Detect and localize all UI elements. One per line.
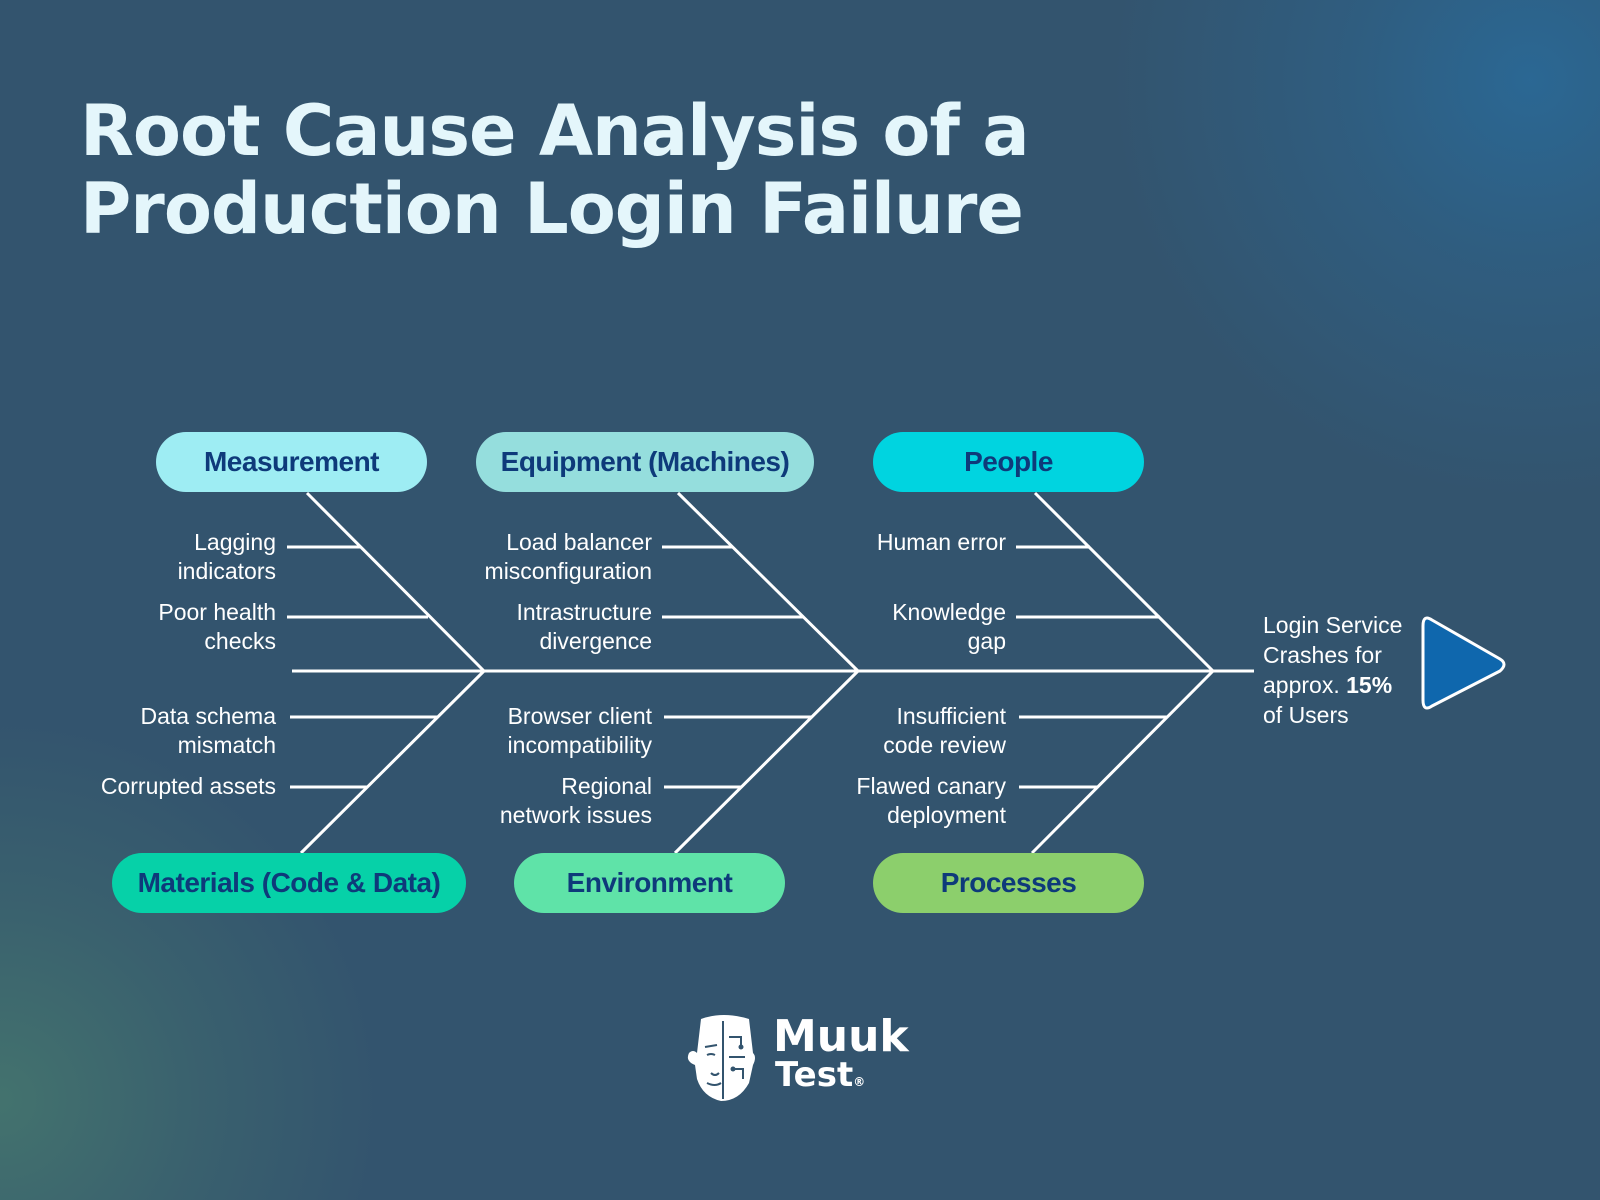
registered-mark: ®: [853, 1075, 866, 1089]
logo-test-word: Test: [775, 1055, 854, 1095]
category-equipment-label: Equipment (Machines): [500, 446, 790, 477]
category-processes: Processes: [873, 853, 1144, 913]
cause-poor-health: Poor health checks: [158, 599, 276, 654]
category-environment-label: Environment: [566, 867, 733, 898]
effect-line-2: Crashes for: [1263, 642, 1382, 668]
category-measurement-label: Measurement: [203, 446, 380, 477]
cause-canary: Flawed canary deployment: [856, 773, 1006, 828]
category-equipment: Equipment (Machines): [476, 432, 814, 492]
bone-environment: [673, 669, 860, 855]
effect-line-3: approx. 15%: [1263, 670, 1413, 700]
page-title: Root Cause Analysis of a Production Logi…: [80, 90, 1030, 250]
bone-equipment: [676, 491, 860, 673]
bone-people: [1033, 491, 1215, 673]
cause-load-balancer: Load balancer misconfiguration: [484, 529, 652, 584]
cause-code-review: Insufficient code review: [883, 703, 1006, 758]
cause-corrupted: Corrupted assets: [100, 773, 276, 799]
cause-human: Human error: [876, 529, 1006, 555]
category-materials-label: Materials (Code & Data): [137, 867, 441, 898]
bone-processes: [1030, 669, 1215, 855]
category-processes-label: Processes: [940, 867, 1077, 898]
cause-knowledge: Knowledge gap: [892, 599, 1006, 654]
category-environment: Environment: [514, 853, 785, 913]
category-people: People: [873, 432, 1144, 492]
cause-lagging: Lagging indicators: [177, 529, 276, 584]
effect-percentage: 15%: [1346, 672, 1393, 698]
cause-infra: Intrastructure divergence: [516, 599, 653, 654]
muuktest-logo: Muuk Test®: [683, 1013, 923, 1103]
cause-schema: Data schema mismatch: [140, 703, 276, 758]
logo-text-test: Test®: [775, 1055, 865, 1102]
play-arrow-icon: [1421, 616, 1506, 710]
category-materials: Materials (Code & Data): [112, 853, 466, 913]
bone-measurement: [305, 491, 486, 673]
effect-line-1: Login Service: [1263, 612, 1403, 638]
logo-text-muuk: Muuk: [773, 1011, 909, 1062]
effect-prefix: approx.: [1263, 672, 1340, 698]
effect-line-4: of Users: [1263, 702, 1349, 728]
face-logo-icon: [687, 1015, 755, 1101]
category-measurement: Measurement: [156, 432, 427, 492]
cause-browser: Browser client incompatibility: [507, 703, 652, 758]
cause-regional: Regional network issues: [499, 773, 652, 828]
category-people-label: People: [964, 446, 1053, 477]
effect-label: Login Service Crashes for approx. 15% of…: [1263, 610, 1413, 730]
bone-materials: [299, 669, 486, 855]
